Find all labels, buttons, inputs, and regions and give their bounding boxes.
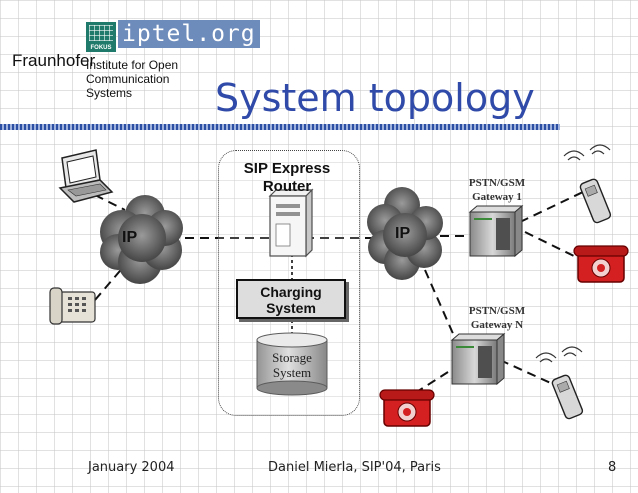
charging-system-box: Charging System bbox=[236, 279, 346, 319]
ip-cloud-right-label: IP bbox=[395, 225, 411, 242]
charging-label-line-2: System bbox=[266, 300, 316, 316]
router-label-line-2: Router bbox=[262, 178, 312, 195]
fokus-logo: FOKUS bbox=[86, 22, 116, 52]
gateway-1-icon bbox=[468, 204, 524, 258]
red-phone-icon-right bbox=[573, 245, 629, 283]
red-phone-icon-bottom bbox=[379, 389, 435, 427]
storage-cylinder-icon bbox=[256, 332, 328, 396]
line-gw1-to-mobile bbox=[519, 191, 584, 223]
gateway-n-icon bbox=[450, 332, 506, 386]
ip-cloud-left-label: IP bbox=[122, 229, 138, 246]
server-icon bbox=[268, 188, 314, 258]
institute-line-1: Institute for Open bbox=[86, 58, 179, 72]
storage-label-line-1: Storage bbox=[272, 350, 312, 365]
institute-line-2: Communication Systems bbox=[86, 72, 170, 100]
gateway-n-label-line-1: PSTN/GSM bbox=[468, 305, 526, 317]
cloud-ip-right bbox=[367, 187, 443, 280]
gateway-n-label: PSTN/GSM Gateway N bbox=[452, 304, 542, 332]
mobile-phone-icon-top bbox=[563, 144, 612, 224]
line-pc-to-ip bbox=[94, 194, 126, 211]
footer-author: Daniel Mierla, SIP'04, Paris bbox=[268, 460, 441, 475]
computer-icon bbox=[58, 149, 114, 203]
desk-phone-icon bbox=[49, 287, 96, 325]
footer-page-number: 8 bbox=[608, 460, 617, 475]
iptel-logo: iptel.org bbox=[118, 20, 260, 48]
gateway-n-label-line-2: Gateway N bbox=[470, 319, 524, 331]
storage-label-line-2: System bbox=[272, 365, 312, 380]
footer-date: January 2004 bbox=[88, 460, 175, 475]
institute-name: Institute for Open Communication Systems bbox=[86, 58, 216, 100]
line-gwN-to-mobile bbox=[499, 359, 556, 386]
gateway-1-label: PSTN/GSM Gateway 1 bbox=[452, 176, 542, 204]
fraunhofer-logo: Fraunhofer bbox=[12, 51, 96, 70]
storage-system-label: Storage System bbox=[258, 350, 326, 380]
line-gw1-to-phone bbox=[524, 231, 579, 259]
gateway-1-label-line-2: Gateway 1 bbox=[472, 191, 522, 203]
gateway-1-label-line-1: PSTN/GSM bbox=[468, 177, 526, 189]
line-ip-to-gatewayN bbox=[424, 269, 459, 346]
fokus-logo-text: FOKUS bbox=[90, 45, 112, 51]
charging-label-line-1: Charging bbox=[260, 284, 322, 300]
slide-title: System topology bbox=[215, 76, 535, 120]
mobile-phone-icon-bottom bbox=[535, 346, 584, 420]
router-label-line-1: SIP Express bbox=[243, 160, 331, 177]
title-rule bbox=[0, 124, 560, 130]
cloud-ip-left bbox=[100, 195, 183, 284]
sip-express-router-label: SIP Express Router bbox=[228, 160, 346, 196]
